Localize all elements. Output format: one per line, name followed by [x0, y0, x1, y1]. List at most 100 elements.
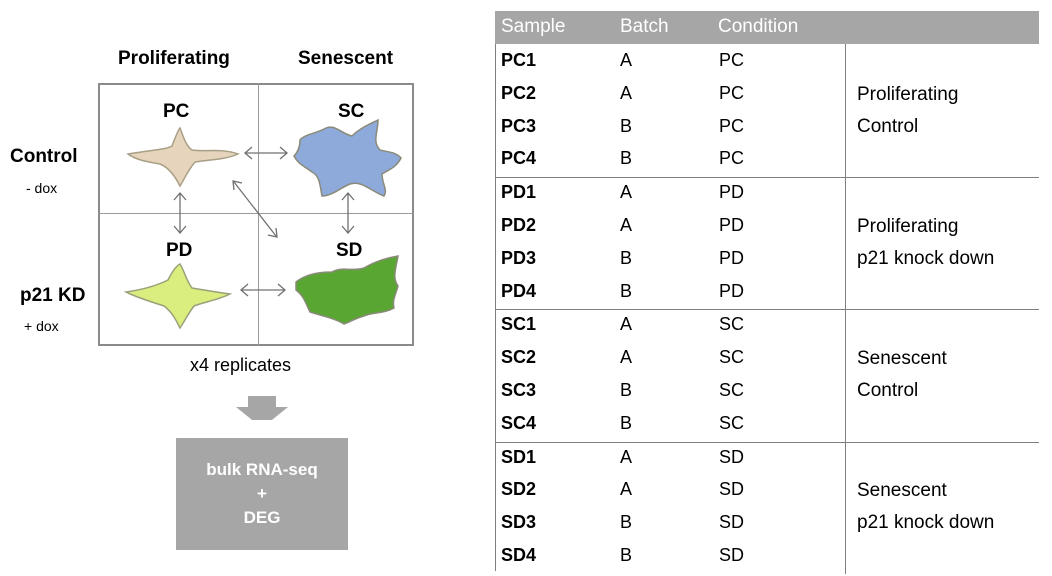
cell-condition: PC	[719, 148, 745, 169]
header-batch: Batch	[620, 16, 669, 37]
cell-sample: PC4	[501, 148, 537, 169]
double-arrow-pc-sc	[244, 146, 288, 160]
cell-condition: PC	[719, 115, 745, 136]
group-label-divider	[845, 44, 846, 178]
down-arrow-icon	[236, 396, 288, 420]
cell-condition: SD	[719, 479, 745, 500]
cell-shapes-layer	[123, 118, 402, 420]
cell-condition: PC	[719, 82, 745, 103]
cell-label-pd: PD	[166, 240, 193, 261]
cell-batch: A	[620, 347, 633, 368]
table-row: PD3 B PD	[495, 246, 845, 279]
cell-batch: A	[620, 182, 633, 203]
double-arrow-pd-sd	[240, 283, 286, 297]
cell-sample: SD3	[501, 512, 537, 533]
output-line-3: DEG	[243, 508, 281, 527]
cell-batch: A	[620, 314, 633, 335]
group-label-line: Senescent	[857, 348, 947, 369]
cell-condition: SD	[719, 545, 745, 565]
group-label: Senescent p21 knock down	[857, 475, 994, 539]
group-label-divider	[845, 309, 846, 442]
group-label: Proliferating p21 knock down	[857, 211, 994, 275]
cell-condition: PC	[719, 50, 745, 70]
group-label-line: Proliferating	[857, 83, 959, 105]
cell-batch: B	[620, 148, 633, 169]
row-label-control: Control	[10, 146, 78, 167]
cell-sample: SD1	[501, 446, 537, 467]
cell-batch: B	[620, 512, 633, 533]
cell-batch: A	[620, 50, 633, 70]
double-arrow-pc-sd	[232, 180, 278, 238]
group-divider	[495, 309, 1039, 311]
table-row: PC1 A PC	[495, 48, 845, 81]
table-row: PC4 B PC	[495, 146, 845, 179]
cell-batch: B	[620, 545, 633, 565]
cell-condition: SD	[719, 446, 745, 467]
cell-sample: SC2	[501, 347, 537, 368]
group-label-line: p21 knock down	[857, 247, 995, 269]
group-label-line: Control	[857, 380, 919, 401]
double-arrow-pc-pd	[173, 192, 187, 234]
cell-sample: PC2	[501, 82, 537, 103]
group-label-line: p21 knock down	[857, 512, 995, 534]
replicates-label: x4 replicates	[190, 355, 292, 375]
cell-batch: B	[620, 280, 633, 301]
group-label-line: Control	[857, 115, 919, 137]
group-divider	[495, 441, 1039, 443]
group-label-divider	[845, 177, 846, 310]
cell-condition: SC	[719, 347, 745, 368]
cell-batch: A	[620, 215, 633, 235]
row-label-p21kd: p21 KD	[20, 285, 86, 306]
cell-shape-sc	[293, 118, 402, 197]
column-header-senescent: Senescent	[298, 48, 394, 69]
table-row: SC2 A SC	[495, 345, 845, 378]
table-row: SD2 A SD	[495, 477, 845, 510]
row-sub-p21kd: + dox	[24, 318, 59, 334]
cell-batch: A	[620, 479, 633, 500]
cell-shape-pc	[126, 126, 240, 188]
cell-batch: B	[620, 247, 633, 268]
table-header-row: Sample Batch Condition	[495, 11, 1039, 44]
cell-sample: SC1	[501, 314, 537, 335]
group-divider	[495, 177, 1039, 179]
cell-condition: PD	[719, 247, 745, 268]
cell-sample: PD3	[501, 247, 537, 268]
cell-sample: PD4	[501, 280, 537, 301]
column-header-proliferating: Proliferating	[118, 48, 230, 69]
row-sub-control: - dox	[26, 180, 58, 196]
group-label-line: Senescent	[857, 480, 947, 502]
cell-condition: SD	[719, 512, 745, 533]
output-line-1: bulk RNA-seq	[206, 460, 318, 479]
condition-grid	[98, 83, 414, 346]
table-row: SD3 B SD	[495, 510, 845, 543]
cell-sample: PD2	[501, 215, 537, 235]
header-condition: Condition	[718, 16, 799, 37]
cell-shape-sd	[295, 255, 399, 325]
cell-batch: B	[620, 380, 633, 400]
cell-sample: SC3	[501, 380, 537, 400]
group-label-line: Proliferating	[857, 215, 959, 237]
output-line-2: +	[257, 484, 267, 503]
double-arrow-sc-sd	[341, 192, 355, 234]
cell-label-sd: SD	[336, 240, 363, 261]
cell-label-pc: PC	[163, 101, 190, 122]
cell-shape-pd	[123, 263, 233, 330]
analysis-output-box: bulk RNA-seq + DEG	[176, 438, 348, 550]
cell-sample: PC1	[501, 50, 537, 70]
cell-sample: SD2	[501, 479, 537, 500]
header-sample: Sample	[501, 16, 566, 37]
cell-sample: PD1	[501, 182, 537, 203]
cell-sample: PC3	[501, 115, 537, 136]
